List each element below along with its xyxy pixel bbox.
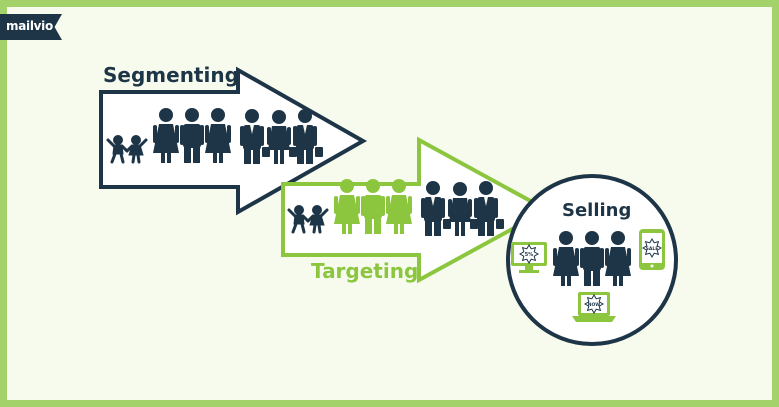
monitor-icon: 5% bbox=[511, 242, 547, 273]
logo-text: mailvio bbox=[6, 19, 53, 33]
targeting-label: Targeting bbox=[311, 259, 419, 283]
laptop-icon: NOW bbox=[572, 292, 616, 322]
monitor-badge: 5% bbox=[525, 252, 534, 258]
targeting-arrow bbox=[281, 136, 552, 284]
tablet-icon: SALE bbox=[639, 229, 665, 270]
selling-label: Selling bbox=[562, 200, 632, 221]
laptop-badge: NOW bbox=[588, 302, 601, 308]
segmenting-label: Segmenting bbox=[103, 63, 239, 87]
tablet-badge: SALE bbox=[646, 246, 659, 252]
brand-logo: mailvio bbox=[0, 14, 62, 40]
segmenting-arrow bbox=[99, 66, 368, 216]
